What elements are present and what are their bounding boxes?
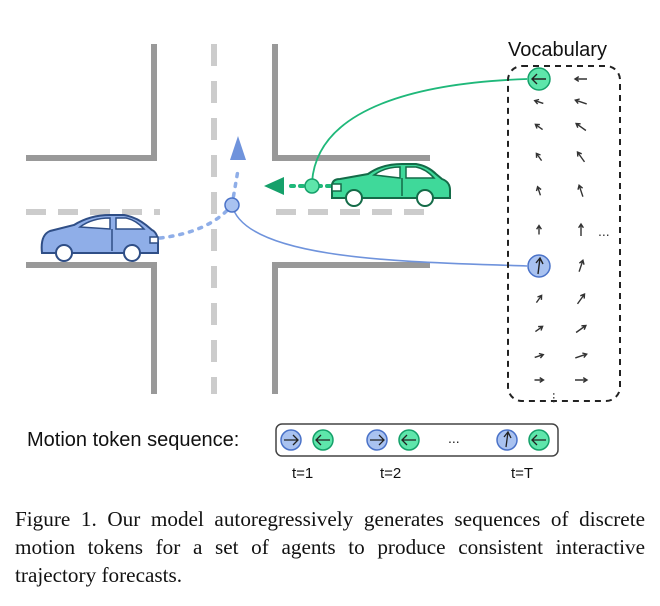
vocab-arrow-icon [535, 294, 543, 304]
road-curb-bottom-right [272, 262, 430, 394]
sequence-box [275, 423, 559, 457]
sequence-token-t2-blue [366, 429, 388, 451]
vocab-arrow-icon [575, 324, 587, 334]
vocab-arrow-icon [577, 184, 584, 197]
vocab-arrow-icon [534, 123, 544, 131]
time-label-tT: t=T [511, 465, 533, 482]
road-curb-top-right [272, 44, 430, 161]
vocab-selected-blue-token [527, 254, 551, 278]
vocabulary-label: Vocabulary [508, 39, 607, 61]
green-trajectory [264, 78, 528, 195]
blue-trajectory [158, 136, 528, 267]
vocab-arrow-icon [534, 377, 545, 383]
vocab-arrow-icon [578, 259, 585, 272]
arrow-right-icon [370, 434, 385, 446]
arrow-up-icon [503, 430, 512, 448]
green-car [331, 163, 451, 207]
sequence-token-tT-blue [496, 429, 518, 451]
vocab-arrow-icon [573, 76, 587, 82]
arrow-right-icon [284, 434, 299, 446]
vocab-arrow-icon [576, 151, 586, 163]
arrow-left-icon [531, 434, 546, 446]
vocab-arrow-icon [534, 352, 545, 359]
vocab-arrow-icon [574, 98, 587, 105]
vocab-selected-green-token [527, 67, 551, 91]
blue-connector-line [231, 204, 528, 267]
arrow-left-icon [315, 434, 330, 446]
lane-markings [26, 44, 432, 394]
road-curb-top-left [26, 44, 157, 161]
blue-direction-arrowhead [230, 136, 246, 160]
arrow-left-icon [401, 434, 416, 446]
vocabulary-arrow-tokens [533, 76, 589, 383]
road-curb-bottom-left [26, 262, 157, 394]
vocab-arrow-icon [535, 152, 543, 162]
blue-token-marker [224, 197, 240, 213]
green-connector-line [311, 78, 528, 183]
vocab-arrow-icon [575, 122, 587, 132]
vocab-arrow-icon [535, 185, 542, 196]
vocab-arrow-icon [576, 293, 586, 305]
arrow-up-icon [535, 256, 544, 275]
vocabulary-vertical-ellipsis: ... [550, 392, 566, 404]
sequence-token-t1-blue [280, 429, 302, 451]
vocab-arrow-icon [533, 98, 544, 105]
sequence-token-tT-green [528, 429, 550, 451]
vocab-arrow-icon [534, 325, 544, 333]
intersection-roads [26, 44, 430, 394]
sequence-ellipsis: ... [448, 430, 460, 446]
sequence-token-t1-green [312, 429, 334, 451]
green-direction-arrowhead [264, 177, 284, 195]
vocab-arrow-icon [536, 224, 542, 235]
figure-caption: Figure 1. Our model autoregressively gen… [15, 507, 645, 587]
sequence-token-t2-green [398, 429, 420, 451]
arrow-left-icon [531, 73, 546, 85]
time-label-t2: t=2 [380, 465, 401, 482]
blue-car [40, 214, 159, 262]
vocab-arrow-icon [575, 352, 588, 359]
green-token-marker [304, 178, 320, 194]
time-label-t1: t=1 [292, 465, 313, 482]
vocabulary-ellipsis: ... [598, 223, 610, 239]
vocab-arrow-icon [578, 222, 584, 236]
vocab-arrow-icon [575, 377, 589, 383]
sequence-label: Motion token sequence: [27, 429, 239, 451]
figure-illustration: Vocabulary ... ... Motion token sequence… [26, 39, 621, 482]
vocabulary-box [507, 65, 621, 402]
